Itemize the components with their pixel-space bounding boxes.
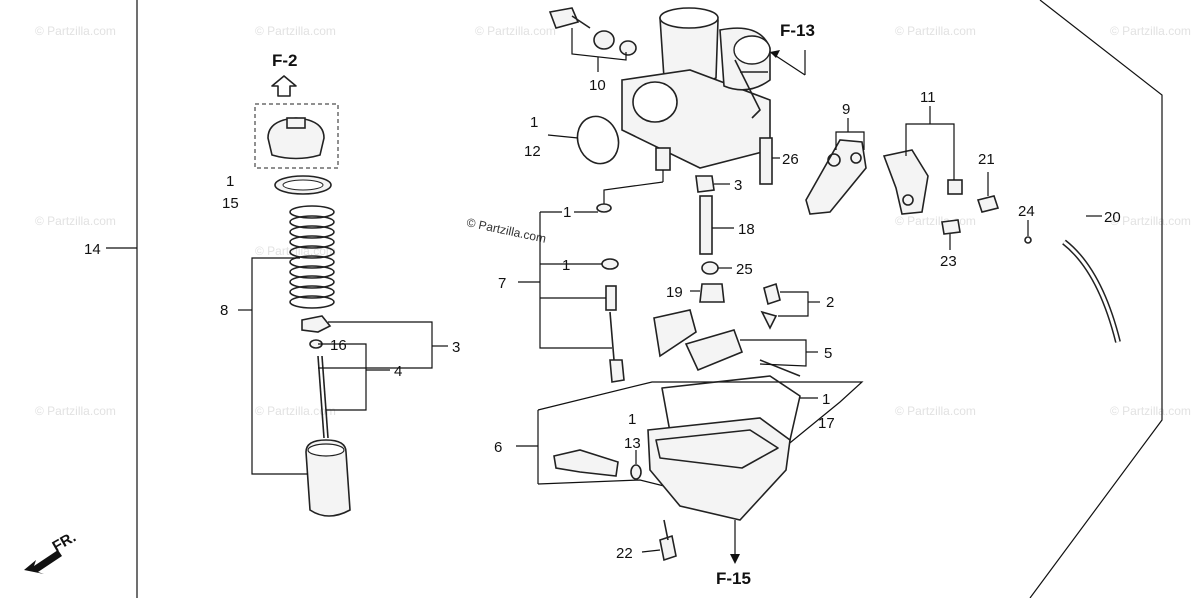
screw-21: [976, 172, 1000, 213]
front-label: FR.: [50, 529, 79, 556]
leaders-left: [106, 247, 448, 475]
callout-9: 9: [842, 101, 850, 118]
jet-26: [759, 137, 780, 185]
watermark: © Partzilla.com: [255, 404, 336, 418]
callout-17: 17: [818, 415, 835, 432]
carburetor-body: [603, 7, 771, 204]
callout-24: 24: [1018, 203, 1035, 220]
ref-label-f13: F-13: [780, 21, 815, 40]
callout-16: 16: [330, 337, 347, 354]
ref-f2: F-2: [271, 51, 298, 97]
ref-f13: F-13: [769, 21, 815, 76]
callout-19: 19: [666, 284, 683, 301]
o-ring: [576, 115, 620, 165]
callout-4: 4: [394, 363, 402, 380]
screw-23: [941, 219, 961, 250]
watermark: © Partzilla.com: [1110, 214, 1191, 228]
callout-22: 22: [616, 545, 633, 562]
top-cap-assembly: [254, 103, 351, 517]
ref-label-f2: F-2: [272, 51, 298, 70]
watermark: © Partzilla.com: [1110, 24, 1191, 38]
callout-3: 3: [734, 177, 742, 194]
watermark: © Partzilla.com: [35, 24, 116, 38]
diagram-frame: [136, 0, 1163, 598]
callout-21: 21: [978, 151, 995, 168]
needle-jet-holder: [690, 175, 734, 303]
ref-label-f15: F-15: [716, 569, 751, 588]
float-assembly: [653, 309, 818, 377]
callout-10: 10: [589, 77, 606, 94]
callout-8: 8: [220, 302, 228, 319]
callout-1: 1: [563, 204, 571, 221]
slide-spring: [289, 205, 335, 309]
callout-7: 7: [498, 275, 506, 292]
callout-15: 15: [222, 195, 239, 212]
callout-1: 1: [226, 173, 234, 190]
float-valve: [760, 282, 820, 330]
watermark: © Partzilla.com: [35, 214, 116, 228]
callout-23: 23: [940, 253, 957, 270]
watermark: © Partzilla.com: [895, 24, 976, 38]
watermark: © Partzilla.com: [475, 24, 556, 38]
callout-25: 25: [736, 261, 753, 278]
pilot-screw-set: [548, 7, 637, 72]
float-bowl-assembly: [516, 375, 864, 562]
callout-14: 14: [84, 241, 101, 258]
choke-lever-9: [805, 118, 867, 215]
callout-1: 1: [530, 114, 538, 131]
callout-numbers: 1 12 10 26 3 1 18 7 1 25 19 2 5 9 11 21 …: [84, 77, 1121, 562]
callout-2: 2: [826, 294, 834, 311]
callout-5: 5: [824, 345, 832, 362]
hose-assembly: [1024, 188, 1121, 343]
watermark: © Partzilla.com: [895, 404, 976, 418]
bracket-11: [882, 106, 963, 215]
callout-13: 13: [624, 435, 641, 452]
callout-26: 26: [782, 151, 799, 168]
callout-20: 20: [1104, 209, 1121, 226]
callout-1: 1: [822, 391, 830, 408]
watermark: © Partzilla.com: [895, 214, 976, 228]
callout-11: 11: [920, 89, 936, 106]
callout-3: 3: [452, 339, 460, 356]
watermark: © Partzilla.com: [255, 24, 336, 38]
watermark: © Partzilla.com: [1110, 404, 1191, 418]
callout-1: 1: [562, 257, 570, 274]
watermark-center: © Partzilla.com: [465, 215, 547, 246]
callout-18: 18: [738, 221, 755, 238]
front-direction-indicator: FR.: [24, 529, 79, 574]
ref-f15: F-15: [716, 520, 751, 588]
jet-needle-group: [518, 203, 625, 383]
callout-1: 1: [628, 411, 636, 428]
watermark: © Partzilla.com: [35, 404, 116, 418]
callout-12: 12: [524, 143, 541, 160]
watermark-layer: © Partzilla.com © Partzilla.com © Partzi…: [35, 24, 1191, 418]
callout-6: 6: [494, 439, 502, 456]
